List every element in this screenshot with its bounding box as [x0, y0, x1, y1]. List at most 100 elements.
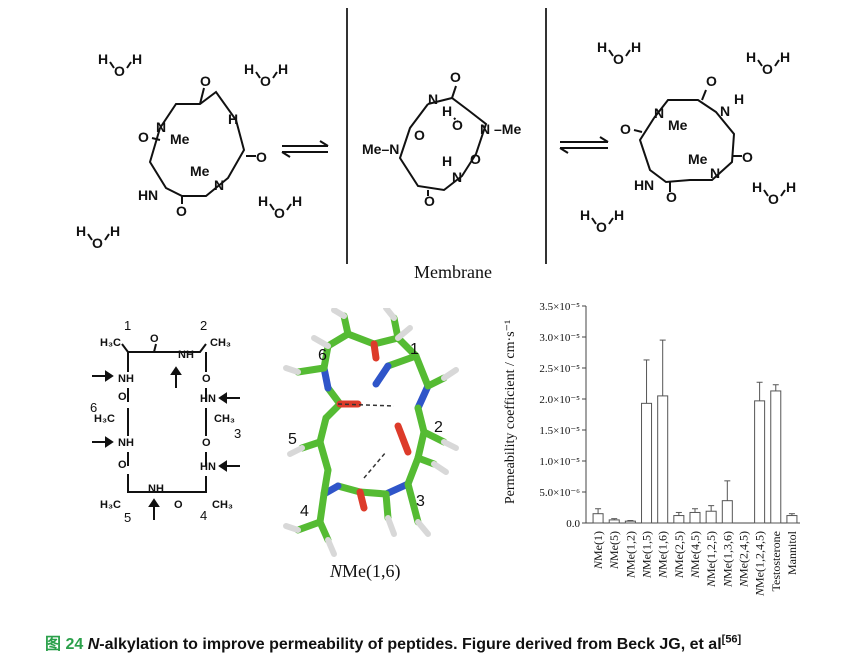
caption-n: N	[87, 636, 100, 653]
svg-text:H: H	[228, 111, 238, 127]
equilibrium-arrow-right	[559, 136, 609, 154]
svg-text:H: H	[258, 193, 268, 209]
center-macrocycle: O NH O N–Me Me–N O HN O O	[362, 69, 521, 209]
svg-text:O: O	[176, 203, 187, 219]
svg-text:5: 5	[124, 510, 131, 525]
category-label: NMe(1,5)	[640, 531, 654, 579]
svg-text:1: 1	[410, 341, 419, 358]
svg-text:N: N	[428, 91, 438, 107]
membrane-left-boundary	[346, 8, 348, 264]
model-h-bond	[415, 519, 431, 537]
svg-text:H: H	[786, 179, 796, 195]
svg-text:H: H	[752, 179, 762, 195]
category-label: NMe(4,5)	[688, 531, 702, 579]
svg-text:NH: NH	[148, 483, 164, 495]
category-label: NMe(1,2,5)	[704, 531, 718, 588]
category-label: NMe(1,2,4,5)	[753, 531, 767, 597]
svg-text:O: O	[450, 69, 461, 85]
svg-text:1: 1	[124, 318, 131, 333]
nh-arrows	[92, 366, 240, 520]
svg-text:O: O	[274, 205, 285, 221]
svg-text:H: H	[442, 103, 452, 119]
svg-text:6: 6	[318, 347, 327, 364]
model-h-bond	[287, 445, 305, 457]
caption-text: -alkylation to improve permeability of p…	[99, 636, 722, 653]
svg-text:H: H	[292, 193, 302, 209]
svg-text:Me: Me	[668, 117, 688, 133]
figure-caption: 图 24 N-alkylation to improve permeabilit…	[45, 630, 845, 654]
conformer-3d-model: 6 1 2 5 4 3	[283, 308, 459, 557]
svg-text:HN: HN	[200, 461, 216, 473]
model-bond	[320, 342, 332, 372]
model-bond	[414, 382, 432, 412]
category-label: NMe(1,3,6)	[720, 531, 734, 588]
y-tick-label: 3.0×10⁻⁵	[539, 332, 580, 344]
model-bond	[344, 330, 378, 348]
model-h-bond	[385, 515, 397, 537]
bar	[657, 395, 669, 524]
caption-reference: [56]	[721, 633, 742, 646]
svg-text:3: 3	[234, 426, 241, 441]
svg-text:N: N	[654, 105, 664, 121]
bar	[673, 515, 685, 524]
svg-text:NH: NH	[118, 437, 134, 449]
svg-text:H₃C: H₃C	[100, 499, 121, 511]
svg-text:H: H	[138, 187, 148, 203]
model-bond	[294, 364, 328, 376]
svg-text:H: H	[780, 49, 790, 65]
svg-text:H: H	[597, 39, 607, 55]
category-label: NMe(1,2)	[623, 531, 637, 579]
svg-text:N: N	[480, 121, 490, 137]
svg-text:H: H	[746, 49, 756, 65]
bar	[641, 402, 653, 524]
model-bond	[356, 488, 368, 512]
svg-text:4: 4	[300, 503, 309, 520]
model-bond	[394, 334, 420, 360]
chart-ylabel: Permeability coefficient / cm·s⁻¹	[503, 320, 518, 504]
svg-text:O: O	[150, 333, 159, 345]
model-bond	[316, 438, 332, 474]
model-bond	[370, 334, 402, 348]
svg-text:O: O	[138, 129, 149, 145]
equilibrium-arrow-left	[281, 140, 329, 158]
svg-text:Me: Me	[170, 131, 190, 147]
conformer-label: NMe(1,6)	[330, 561, 401, 581]
svg-text:6: 6	[90, 400, 97, 415]
svg-text:O: O	[114, 63, 125, 79]
y-tick-label: 1.0×10⁻⁵	[539, 456, 580, 468]
model-bond	[382, 490, 392, 522]
bar	[786, 515, 798, 524]
svg-text:O: O	[596, 219, 607, 235]
model-bond	[370, 340, 380, 362]
svg-text:H₃C: H₃C	[94, 413, 115, 425]
svg-text:NH: NH	[118, 373, 134, 385]
svg-text:Me: Me	[688, 151, 708, 167]
y-tick-label: 0.0	[566, 518, 580, 530]
svg-text:O: O	[452, 117, 463, 133]
svg-text:H: H	[278, 61, 288, 77]
bar	[721, 500, 733, 524]
svg-text:O: O	[92, 235, 103, 251]
model-bond	[294, 518, 324, 534]
y-tick-label: 3.5×10⁻⁵	[539, 301, 580, 313]
category-label: Mannitol	[785, 530, 799, 575]
model-h-bond	[441, 367, 459, 381]
peptide-skeletal-formula: H₃C 1 2 CH₃ O NH NH O O HN 6 H₃C CH₃ 3 N…	[90, 318, 241, 525]
svg-text:–Me: –Me	[494, 121, 521, 137]
membrane-right-boundary	[545, 8, 547, 264]
svg-text:O: O	[256, 149, 267, 165]
model-bond	[316, 518, 332, 544]
svg-text:O: O	[202, 437, 211, 449]
svg-text:2: 2	[200, 318, 207, 333]
svg-text:H: H	[110, 223, 120, 239]
svg-text:N: N	[452, 169, 462, 185]
permeability-chart: Permeability coefficient / cm·s⁻¹ 0.05.0…	[503, 301, 800, 597]
svg-text:O: O	[666, 189, 677, 205]
model-bond	[394, 422, 412, 456]
bar	[624, 520, 636, 524]
model-bond	[298, 438, 324, 452]
model-bond	[404, 480, 422, 526]
model-bond	[384, 352, 420, 370]
